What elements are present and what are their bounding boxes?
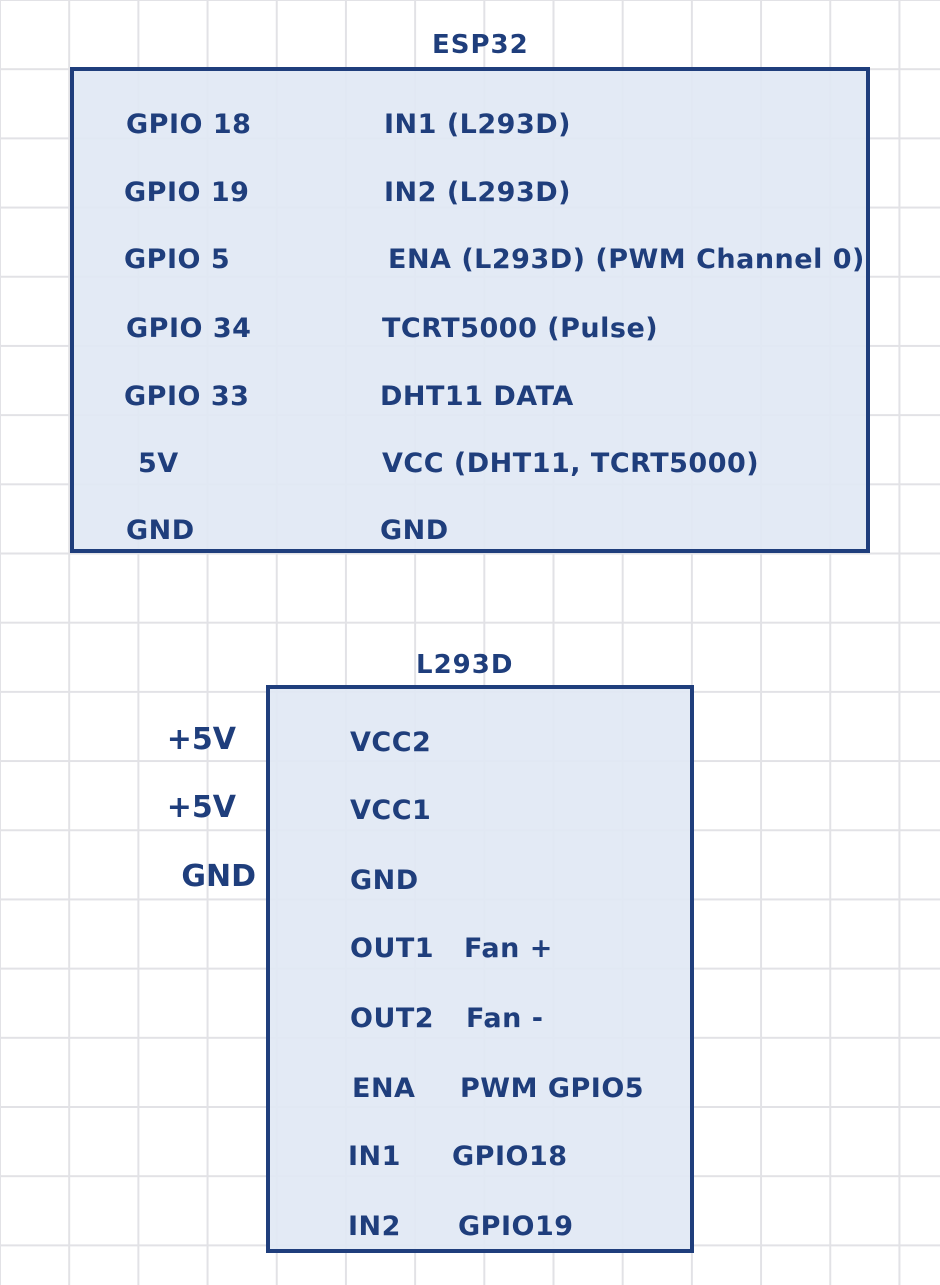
esp32-connection-label: TCRT5000 (Pulse) bbox=[382, 313, 659, 344]
l293d-row: IN2 GPIO19 bbox=[270, 1207, 690, 1247]
l293d-pin-label: VCC2 bbox=[350, 727, 432, 758]
l293d-row: OUT2 Fan - bbox=[270, 999, 690, 1039]
l293d-pin-label: OUT1 bbox=[350, 933, 435, 964]
l293d-external-label: GND bbox=[181, 859, 256, 894]
esp32-pin-label: GPIO 18 bbox=[126, 109, 252, 140]
esp32-pin-label: GND bbox=[126, 515, 195, 546]
l293d-pin-label: IN1 bbox=[348, 1141, 401, 1172]
esp32-connection-label: VCC (DHT11, TCRT5000) bbox=[382, 448, 760, 479]
l293d-pin-label: GND bbox=[350, 865, 419, 896]
l293d-connection-label: PWM GPIO5 bbox=[460, 1073, 645, 1104]
esp32-pin-label: GPIO 33 bbox=[124, 381, 250, 412]
l293d-pin-label: ENA bbox=[352, 1073, 416, 1104]
esp32-connection-label: IN1 (L293D) bbox=[384, 109, 571, 140]
esp32-row: GPIO 34 TCRT5000 (Pulse) bbox=[74, 309, 866, 349]
l293d-external-label: +5V bbox=[166, 722, 236, 757]
l293d-pin-label: VCC1 bbox=[350, 795, 432, 826]
l293d-connection-label: GPIO18 bbox=[452, 1141, 568, 1172]
esp32-connection-label: DHT11 DATA bbox=[380, 381, 574, 412]
l293d-row: OUT1 Fan + bbox=[270, 929, 690, 969]
esp32-row: 5V VCC (DHT11, TCRT5000) bbox=[74, 444, 866, 484]
esp32-box: GPIO 18 IN1 (L293D) GPIO 19 IN2 (L293D) … bbox=[70, 67, 870, 553]
l293d-row: IN1 GPIO18 bbox=[270, 1137, 690, 1177]
l293d-connection-label: GPIO19 bbox=[458, 1211, 574, 1242]
esp32-connection-label: IN2 (L293D) bbox=[384, 177, 571, 208]
esp32-title: ESP32 bbox=[432, 30, 529, 60]
l293d-title: L293D bbox=[416, 650, 514, 680]
l293d-row: GND bbox=[270, 861, 690, 901]
l293d-row: VCC1 bbox=[270, 791, 690, 831]
l293d-pin-label: IN2 bbox=[348, 1211, 401, 1242]
esp32-row: GPIO 5 ENA (L293D) (PWM Channel 0) bbox=[74, 240, 866, 280]
esp32-pin-label: GPIO 19 bbox=[124, 177, 250, 208]
l293d-connection-label: Fan - bbox=[466, 1003, 544, 1034]
esp32-connection-label: GND bbox=[380, 515, 449, 546]
l293d-row: VCC2 bbox=[270, 723, 690, 763]
esp32-row: GPIO 19 IN2 (L293D) bbox=[74, 173, 866, 213]
esp32-row: GND GND bbox=[74, 511, 866, 551]
l293d-box: VCC2 VCC1 GND OUT1 Fan + OUT2 Fan - ENA … bbox=[266, 685, 694, 1253]
esp32-pin-label: GPIO 34 bbox=[126, 313, 252, 344]
l293d-connection-label: Fan + bbox=[464, 933, 553, 964]
esp32-row: GPIO 33 DHT11 DATA bbox=[74, 377, 866, 417]
esp32-row: GPIO 18 IN1 (L293D) bbox=[74, 105, 866, 145]
esp32-connection-label: ENA (L293D) (PWM Channel 0) bbox=[388, 244, 865, 275]
l293d-pin-label: OUT2 bbox=[350, 1003, 435, 1034]
l293d-row: ENA PWM GPIO5 bbox=[270, 1069, 690, 1109]
l293d-external-label: +5V bbox=[166, 790, 236, 825]
esp32-pin-label: 5V bbox=[138, 448, 179, 479]
esp32-pin-label: GPIO 5 bbox=[124, 244, 231, 275]
